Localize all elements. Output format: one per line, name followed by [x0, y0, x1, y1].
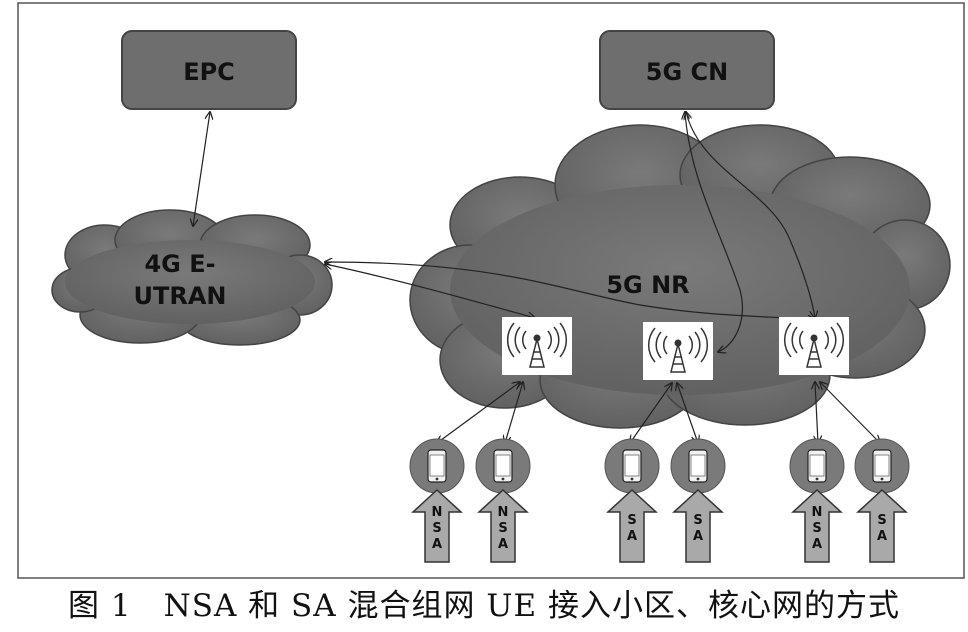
arrow-label-letter: N [498, 505, 509, 520]
arrow-label-letter: S [812, 521, 821, 536]
up-arrow-icon [606, 488, 658, 563]
lte-label-2: UTRAN [134, 282, 227, 310]
5gcn-label: 5G CN [646, 58, 728, 86]
arrow-label-letter: S [498, 521, 507, 536]
phone-icon [872, 449, 892, 483]
cell-tower-icon [502, 317, 572, 375]
ue-group: NSA [409, 438, 465, 563]
up-arrow-icon [411, 488, 463, 563]
epc-label: EPC [183, 58, 235, 86]
cell-tower-icon [643, 322, 713, 380]
cell-tower-icon [779, 317, 849, 375]
epc-box [121, 30, 297, 110]
arrow-label-letter: N [812, 505, 823, 520]
5gcn-box [599, 30, 775, 110]
nr-label: 5G NR [606, 271, 689, 299]
lte-cloud [51, 209, 333, 346]
5gcn-tower3-link [686, 112, 815, 318]
arrow-label-letter: A [693, 529, 703, 544]
up-arrow-icon [856, 488, 908, 563]
ue-group: NSA [475, 438, 531, 563]
phone-icon [427, 449, 447, 483]
arrow-label-letter: S [877, 513, 886, 528]
ue-group: SA [670, 438, 726, 563]
phone-icon [807, 449, 827, 483]
arrow-label-letter: A [498, 537, 508, 552]
phone-icon [622, 449, 642, 483]
up-arrow-icon [791, 488, 843, 563]
arrow-label-letter: S [627, 513, 636, 528]
ue-group: SA [854, 438, 910, 563]
phone-icon [493, 449, 513, 483]
epc-lte-link [193, 112, 210, 226]
up-arrow-icon [672, 488, 724, 563]
access-links [437, 382, 880, 443]
lte-label-1: 4G E- [144, 250, 215, 278]
arrow-label-letter: A [877, 529, 887, 544]
phone-icon [688, 449, 708, 483]
arrow-label-letter: N [432, 505, 443, 520]
arrow-label-letter: S [432, 521, 441, 536]
arrow-label-letter: A [627, 529, 637, 544]
arrow-label-letter: A [432, 537, 442, 552]
ue-group: SA [604, 438, 660, 563]
up-arrow-icon [477, 488, 529, 563]
figure-caption: 图 1 NSA 和 SA 混合组网 UE 接入小区、核心网的方式 [68, 588, 900, 624]
ue-group: NSA [789, 438, 845, 563]
links [193, 112, 815, 352]
arrow-label-letter: S [693, 513, 702, 528]
arrow-label-letter: A [812, 537, 822, 552]
